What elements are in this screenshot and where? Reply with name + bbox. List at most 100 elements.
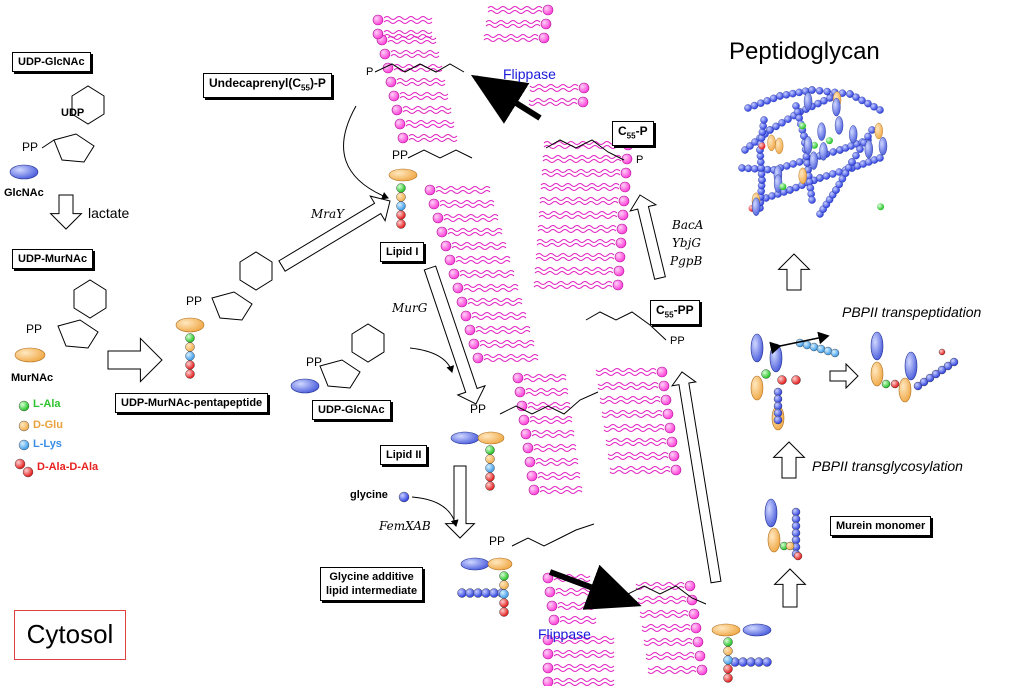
- lipid-tail: [645, 656, 695, 660]
- murein-monomer-box: Murein monomer: [830, 516, 932, 536]
- molecular-structures: [9, 63, 959, 683]
- lipid-head: [428, 198, 440, 210]
- lipid-tail: [647, 670, 697, 674]
- process-arrow: [423, 265, 487, 405]
- process-arrow: [278, 195, 391, 272]
- pg-ala: [799, 122, 807, 130]
- lipid-head: [514, 386, 526, 398]
- amino-acid-ball: [473, 588, 483, 598]
- lipid-head: [548, 614, 560, 626]
- lipid-head: [616, 223, 628, 235]
- lipid-tail: [607, 456, 669, 460]
- lipid-tail: [533, 444, 577, 448]
- furanose-ring: [319, 359, 361, 389]
- murnac-ellipse: [711, 623, 741, 637]
- lipid-tail: [599, 400, 661, 404]
- lipid-tail: [601, 410, 663, 414]
- lipid-head: [397, 132, 409, 144]
- lipid-tail: [537, 472, 581, 476]
- lipid-tail: [537, 229, 617, 233]
- lipid-head: [618, 195, 630, 207]
- pbpii-transpeptidation-label: PBPII transpeptidation: [842, 304, 982, 320]
- lipid-head: [440, 240, 452, 252]
- amino-acid-ball: [185, 360, 195, 370]
- lipid-head: [472, 352, 484, 364]
- amino-acid-ball: [185, 333, 195, 343]
- p-label: P: [636, 154, 644, 166]
- glycine-bead: [750, 101, 759, 110]
- glycine-bead: [766, 126, 774, 134]
- sugar-ellipse: [870, 331, 884, 361]
- glycine-bead: [789, 89, 797, 98]
- glycine-bead: [776, 92, 784, 100]
- lipid-tail: [601, 414, 663, 418]
- pg-ala: [779, 183, 787, 191]
- lipid-tail: [483, 358, 539, 362]
- glycine-bead: [841, 169, 850, 177]
- lipid-tail: [539, 490, 583, 494]
- lipid-tail: [605, 438, 667, 442]
- murnac-ellipse: [870, 361, 884, 387]
- amino-acid-ball: [396, 201, 406, 211]
- pg-sugar: [864, 140, 873, 159]
- glycine-bead: [829, 148, 837, 156]
- pg-ala: [810, 141, 818, 149]
- lipid-head: [394, 118, 406, 130]
- femxab-enzyme-label: FemXAB: [379, 519, 431, 533]
- amino-acid-ball: [396, 183, 406, 193]
- amino-acid-ball: [185, 369, 195, 379]
- flippase-bottom-label: Flippase: [538, 626, 591, 642]
- amino-acid-ball: [18, 439, 30, 451]
- lipid-head: [512, 372, 524, 384]
- amino-acid-ball: [773, 408, 783, 418]
- lipid-tail: [535, 253, 615, 257]
- pg-ala: [825, 137, 833, 145]
- pp-label: PP: [670, 335, 685, 347]
- lipid-head: [436, 226, 448, 238]
- lipid-tail: [553, 668, 615, 672]
- lipid-tail: [635, 586, 685, 590]
- lipid-tail: [471, 316, 527, 320]
- glycine-bead: [823, 87, 831, 96]
- amino-acid-ball: [881, 379, 891, 389]
- lipid-tail: [553, 650, 615, 654]
- glycine-bead: [835, 180, 843, 189]
- amino-acid-ball: [396, 192, 406, 202]
- isoprene-chain: [499, 391, 599, 415]
- glycine-bead: [846, 90, 854, 98]
- lipid-head: [614, 251, 626, 263]
- amino-acid-ball: [919, 377, 929, 387]
- process-arrow: [629, 194, 666, 280]
- lipid-tail: [408, 134, 458, 138]
- lipid-head: [662, 408, 674, 420]
- pyrimidine-ring: [239, 251, 273, 291]
- lipid-head: [372, 28, 384, 40]
- lipid-head: [542, 662, 554, 674]
- isoprene-chain: [585, 311, 667, 341]
- glycine-bead: [757, 99, 765, 107]
- process-arrow: [107, 337, 163, 383]
- lipid-tail: [641, 628, 691, 632]
- glycine-bead: [782, 91, 791, 99]
- lipid-head: [668, 450, 680, 462]
- lipid-tail: [543, 145, 623, 149]
- lipid-tail: [603, 424, 665, 428]
- lipid-tail: [534, 267, 614, 271]
- glycine-bead: [868, 126, 876, 134]
- lipid-head: [518, 414, 530, 426]
- amino-acid-ball: [499, 607, 509, 617]
- lipid-head: [546, 600, 558, 612]
- amino-acid-ball: [485, 472, 495, 482]
- pp-label: PP: [489, 534, 506, 548]
- process-arrow: [670, 371, 722, 584]
- lipid-head: [612, 279, 624, 291]
- lipid-tail: [451, 242, 507, 246]
- lipid-head: [424, 184, 436, 196]
- amino-acid-ball: [18, 400, 30, 412]
- amino-acid-ball: [723, 637, 733, 647]
- lipid-tail: [467, 302, 523, 306]
- amino-acid-ball: [890, 379, 900, 389]
- lipid-head: [464, 324, 476, 336]
